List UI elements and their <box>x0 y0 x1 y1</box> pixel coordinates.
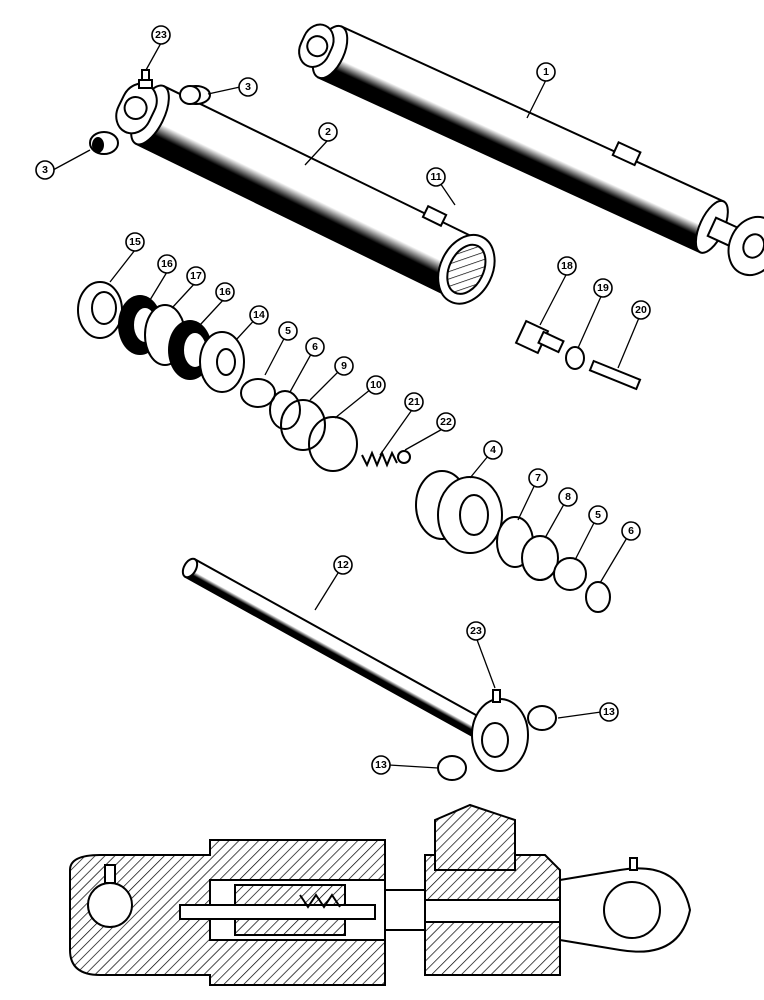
svg-text:13: 13 <box>375 759 387 771</box>
callout-2: 2 <box>318 122 338 142</box>
bushing-3-left <box>89 131 119 155</box>
o-ring-6b <box>585 581 611 613</box>
svg-text:17: 17 <box>190 270 202 282</box>
callout-19: 19 <box>593 278 613 298</box>
washer-19 <box>565 346 585 370</box>
bushing-5b <box>553 557 587 591</box>
head-4 <box>415 470 503 554</box>
svg-text:12: 12 <box>337 559 349 571</box>
spring-21 <box>361 450 398 468</box>
grease-fitting-rod <box>492 689 501 703</box>
callout-9: 9 <box>334 356 354 376</box>
callout-16-left: 16 <box>157 254 177 274</box>
bushing-3-top <box>179 85 211 105</box>
piston-15 <box>77 281 123 339</box>
callout-3-top: 3 <box>238 77 258 97</box>
grease-fitting-top <box>138 69 153 89</box>
callout-16-right: 16 <box>215 282 235 302</box>
svg-text:10: 10 <box>370 379 382 391</box>
backup-ring-10 <box>308 416 358 472</box>
washer-14 <box>199 331 245 393</box>
callout-8: 8 <box>558 487 578 507</box>
callout-6-upper: 6 <box>305 337 325 357</box>
cylinder-assembly-1 <box>298 23 764 277</box>
cylinder-barrel-2 <box>115 82 496 305</box>
svg-text:11: 11 <box>430 171 441 183</box>
svg-text:5: 5 <box>595 509 601 521</box>
callout-6-lower: 6 <box>621 521 641 541</box>
ball-22 <box>397 450 411 464</box>
callout-21: 21 <box>404 392 424 412</box>
plug-18 <box>514 319 565 355</box>
svg-text:1: 1 <box>543 66 549 78</box>
svg-text:15: 15 <box>129 236 141 248</box>
svg-text:23: 23 <box>470 625 482 637</box>
o-ring-6 <box>269 390 301 430</box>
callout-13-right: 13 <box>599 702 619 722</box>
svg-text:21: 21 <box>408 396 420 408</box>
callout-17: 17 <box>186 266 206 286</box>
svg-text:13: 13 <box>603 706 615 718</box>
callout-18: 18 <box>557 256 577 276</box>
callout-1: 1 <box>536 62 556 82</box>
svg-text:14: 14 <box>253 309 265 321</box>
callout-23-rod: 23 <box>466 621 486 641</box>
callout-4: 4 <box>483 440 503 460</box>
svg-text:23: 23 <box>155 29 167 41</box>
o-ring-9 <box>280 399 326 451</box>
bushing-5 <box>240 378 276 408</box>
callout-12: 12 <box>333 555 353 575</box>
piston-rod-12 <box>181 557 529 772</box>
svg-text:3: 3 <box>42 164 48 176</box>
svg-text:16: 16 <box>161 258 173 270</box>
svg-text:7: 7 <box>535 472 541 484</box>
svg-text:19: 19 <box>597 282 609 294</box>
callout-3-left: 3 <box>35 160 55 180</box>
callout-14: 14 <box>249 305 269 325</box>
callout-23-top: 23 <box>151 25 171 45</box>
callout-5-upper: 5 <box>278 321 298 341</box>
callout-15: 15 <box>125 232 145 252</box>
callout-20: 20 <box>631 300 651 320</box>
callout-22: 22 <box>436 412 456 432</box>
bushing-13-right <box>527 705 557 731</box>
svg-text:20: 20 <box>635 304 647 316</box>
svg-text:6: 6 <box>312 341 318 353</box>
svg-text:2: 2 <box>325 126 331 138</box>
svg-text:8: 8 <box>565 491 571 503</box>
svg-text:4: 4 <box>490 444 496 456</box>
callout-5-lower: 5 <box>588 505 608 525</box>
cutaway-assembly <box>69 803 692 986</box>
bushing-13-left <box>437 755 467 781</box>
callout-10: 10 <box>366 375 386 395</box>
svg-text:18: 18 <box>561 260 573 272</box>
ring-8 <box>521 535 559 581</box>
svg-text:22: 22 <box>440 416 452 428</box>
svg-text:3: 3 <box>245 81 251 93</box>
callout-13-left: 13 <box>371 755 391 775</box>
callout-11: 11 <box>426 167 446 187</box>
svg-text:9: 9 <box>341 360 347 372</box>
svg-text:6: 6 <box>628 525 634 537</box>
pin-20 <box>588 359 642 391</box>
callout-7: 7 <box>528 468 548 488</box>
svg-text:16: 16 <box>219 286 231 298</box>
svg-text:5: 5 <box>285 325 291 337</box>
